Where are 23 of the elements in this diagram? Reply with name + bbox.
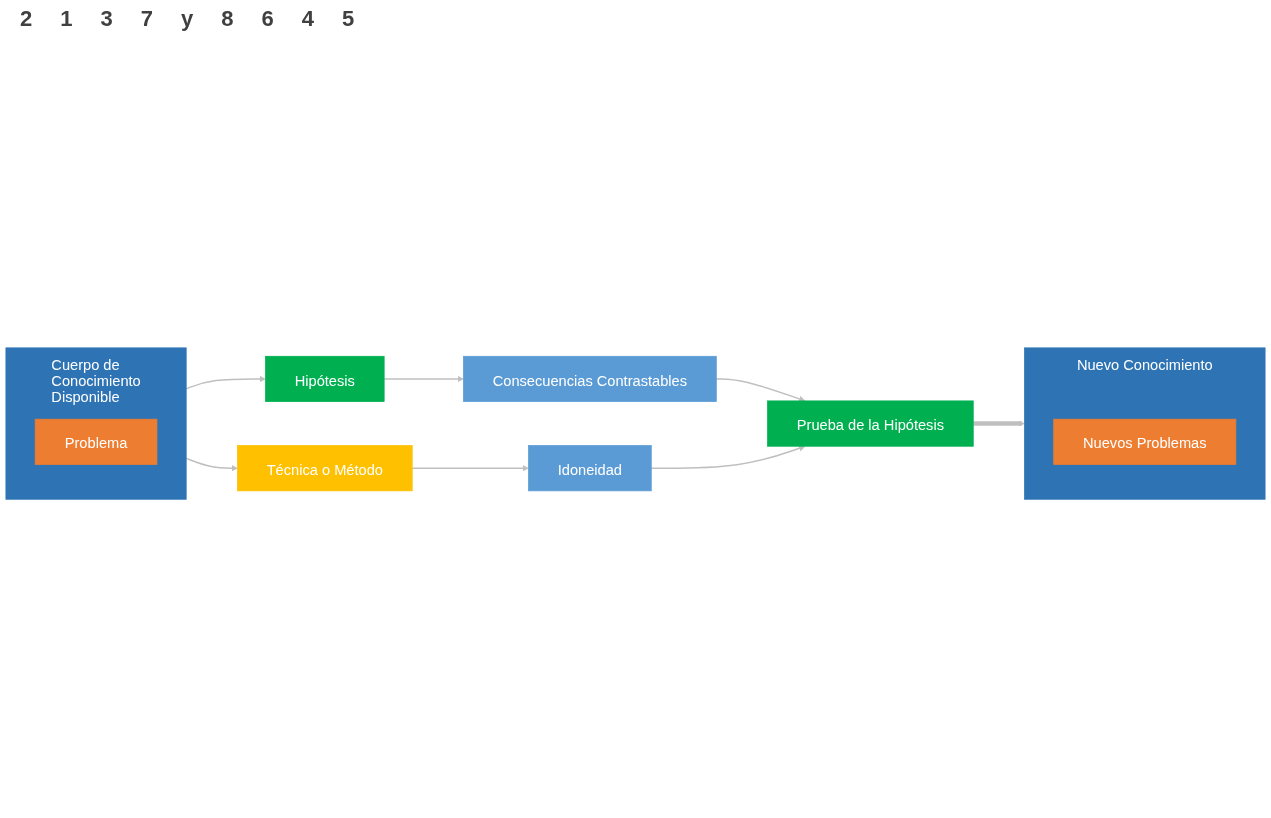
step-number: 7 bbox=[140, 6, 153, 32]
step-number: 5 bbox=[342, 6, 355, 32]
node-box: Prueba de la Hipótesis bbox=[767, 400, 974, 448]
step-number: 3 bbox=[100, 6, 113, 32]
node-box: Hipótesis bbox=[265, 356, 385, 403]
node-box: Problema bbox=[34, 419, 158, 466]
node-box: Técnica o Método bbox=[237, 445, 413, 492]
arrow bbox=[411, 465, 529, 472]
node-box: Idoneidad bbox=[528, 445, 652, 492]
arrow bbox=[383, 376, 464, 383]
step-number: 4 bbox=[301, 6, 314, 32]
arrow bbox=[973, 420, 1025, 428]
arrow bbox=[715, 378, 806, 403]
node-box: Nuevos Problemas bbox=[1053, 419, 1237, 466]
step-number: y bbox=[181, 6, 194, 32]
arrow bbox=[650, 445, 806, 470]
node-box: Consecuencias Contrastables bbox=[463, 356, 717, 403]
step-number: 8 bbox=[221, 6, 234, 32]
arrow bbox=[185, 376, 266, 390]
step-number: 6 bbox=[261, 6, 274, 32]
arrow bbox=[185, 458, 238, 472]
step-number: 1 bbox=[60, 6, 73, 32]
step-number: 2 bbox=[20, 6, 33, 32]
